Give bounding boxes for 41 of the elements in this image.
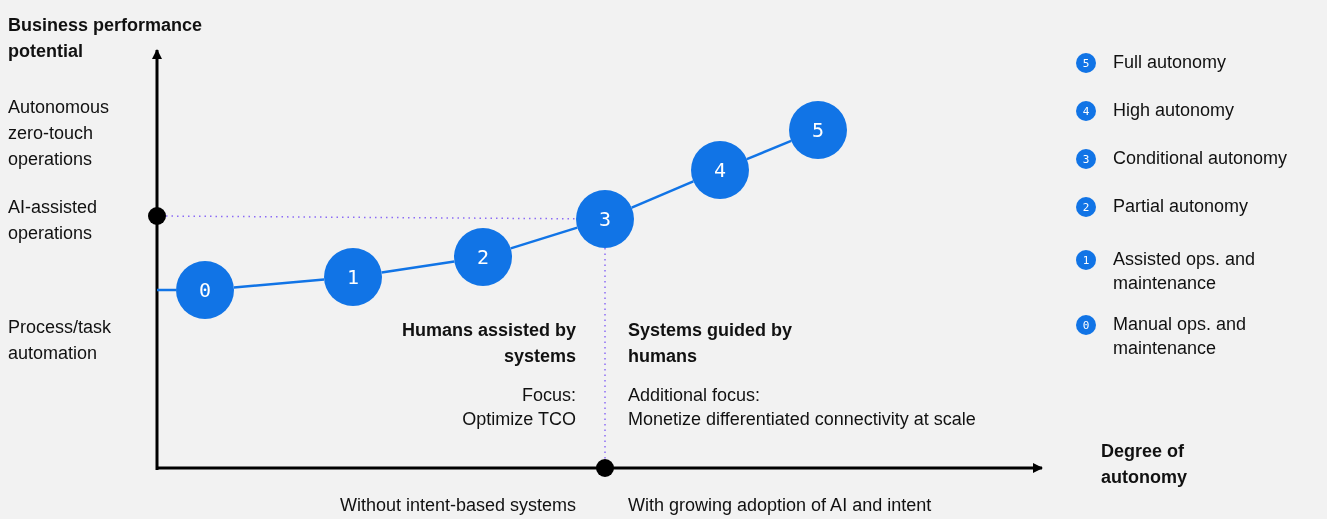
level-circle: 4 xyxy=(691,141,749,199)
legend-label: Assisted ops. and maintenance xyxy=(1113,248,1257,295)
curve-segment xyxy=(381,260,455,274)
level-label: Autonomous zero-touch operations xyxy=(8,96,111,171)
level-circle: 3 xyxy=(576,190,634,248)
point-marker xyxy=(148,207,166,225)
legend-label: Partial autonomy xyxy=(1113,195,1250,218)
level-badge: 3 xyxy=(1076,149,1096,169)
curve-segment xyxy=(157,288,176,292)
axis-note: With growing adoption of AI and intent xyxy=(628,494,933,517)
dotted-guide-line xyxy=(604,247,606,460)
curve-segment xyxy=(510,226,578,250)
curve-segment xyxy=(233,278,325,289)
level-circle: 5 xyxy=(789,101,847,159)
legend-label: Manual ops. and maintenance xyxy=(1113,313,1248,360)
legend-label: Conditional autonomy xyxy=(1113,147,1289,170)
curve-segment xyxy=(631,180,694,209)
point-marker xyxy=(596,459,614,477)
axis-title: Degree of autonomy xyxy=(1101,440,1188,489)
level-label: Process/task automation xyxy=(8,316,113,365)
level-badge: 2 xyxy=(1076,197,1096,217)
phase-heading: Humans assisted by systems xyxy=(400,319,576,368)
legend-label: High autonomy xyxy=(1113,99,1236,122)
dotted-guide-line xyxy=(165,215,577,220)
level-badge: 1 xyxy=(1076,250,1096,270)
level-circle: 0 xyxy=(176,261,234,319)
axis-note: Without intent-based systems xyxy=(338,494,576,517)
focus-text: Monetize differentiated connectivity at scale xyxy=(628,408,977,431)
level-circle: 1 xyxy=(324,248,382,306)
level-badge: 4 xyxy=(1076,101,1096,121)
level-badge: 0 xyxy=(1076,315,1096,335)
axis-title: Business performance potential xyxy=(8,14,204,63)
focus-label: Additional focus: xyxy=(628,384,762,407)
legend-label: Full autonomy xyxy=(1113,51,1228,74)
curve-segment xyxy=(746,139,792,161)
focus-label: Focus: xyxy=(520,384,576,407)
level-label: AI-assisted operations xyxy=(8,196,99,245)
phase-heading: Systems guided by humans xyxy=(628,319,794,368)
focus-text: Optimize TCO xyxy=(461,408,576,431)
level-circle: 2 xyxy=(454,228,512,286)
level-badge: 5 xyxy=(1076,53,1096,73)
